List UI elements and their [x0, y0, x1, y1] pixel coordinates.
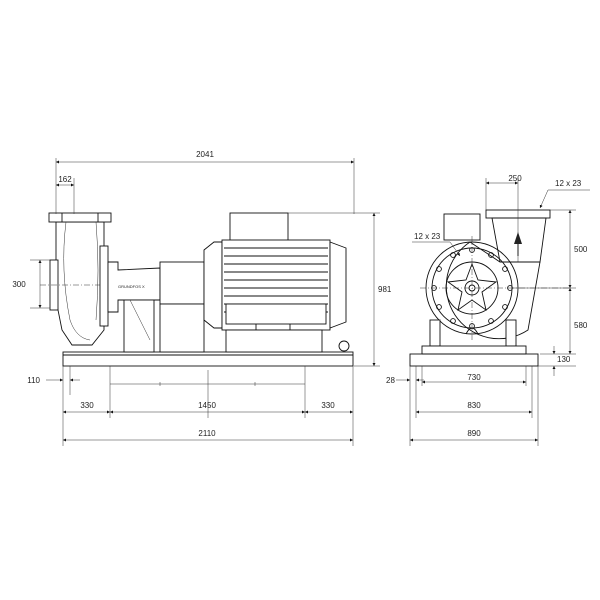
dim-overall-length: 2041: [196, 150, 214, 159]
volute-casing: [445, 241, 541, 340]
front-base-plinth: [409, 353, 539, 367]
dim-shaft-height: 300: [12, 280, 26, 289]
base-frame: [62, 351, 354, 367]
front-terminal-box: [443, 213, 481, 241]
dim-width-outer: 890: [467, 429, 481, 438]
front-base-frame: [421, 345, 527, 355]
pump-logo-text: GRUNDFOS X: [118, 284, 145, 289]
dim-mid-segment: 1450: [198, 401, 216, 410]
dim-base-height: 130: [557, 355, 571, 364]
dim-base-left: 28: [386, 376, 395, 385]
flow-arrow-icon: [514, 232, 522, 244]
pump-top-flange: [48, 212, 112, 223]
front-support-left: [429, 319, 441, 347]
motor-fan-cover: [329, 241, 347, 329]
motor-feet: [225, 329, 323, 353]
base-lifting-eye-right: [338, 340, 350, 352]
motor-terminal-box: [229, 212, 289, 242]
dim-flange: 162: [58, 175, 72, 184]
pump-flange-ring: [99, 245, 109, 327]
dim-base-length: 2110: [198, 429, 216, 438]
dim-width-inner: 730: [467, 373, 481, 382]
coupling-guard-lower: [159, 303, 205, 353]
motor-base-plate: [225, 303, 327, 325]
front-view: 250 12 x 23 12 x 23 500 580 130 28 730: [386, 174, 590, 446]
front-support-right: [505, 319, 517, 347]
dim-left-segment: 330: [80, 401, 94, 410]
dim-upper-height: 500: [574, 245, 588, 254]
dim-total-height: 981: [378, 285, 392, 294]
coupling-guard: [159, 261, 205, 305]
dim-lower-height: 580: [574, 321, 588, 330]
side-view: GRUNDFOS X 2041: [12, 150, 392, 446]
dim-width-mid: 830: [467, 401, 481, 410]
dim-left-margin: 110: [27, 376, 40, 385]
motor-end-shield: [203, 241, 223, 329]
dim-right-segment: 330: [321, 401, 335, 410]
bracket-support: [123, 299, 155, 353]
dim-holes-top: 12 x 23: [555, 179, 582, 188]
pump-casing: [55, 221, 105, 346]
dim-holes-side: 12 x 23: [414, 232, 441, 241]
dim-top-offset: 250: [508, 174, 522, 183]
